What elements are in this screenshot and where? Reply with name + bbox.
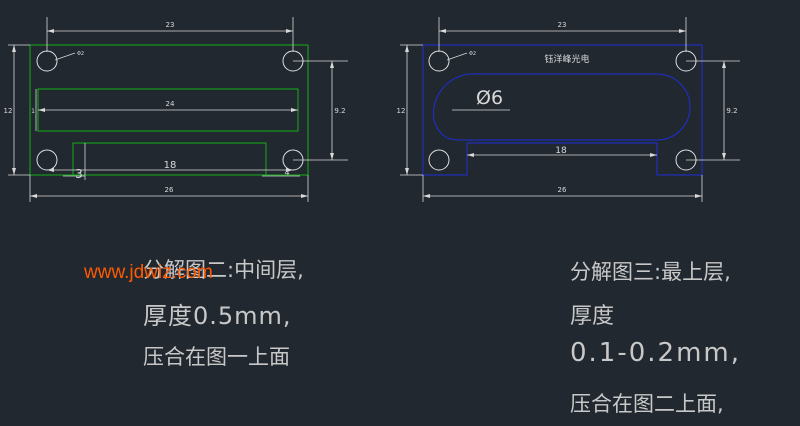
note-right-line2: 厚度 xyxy=(570,304,615,329)
right-dim-top: 23 xyxy=(558,21,567,29)
left-outline xyxy=(29,44,309,176)
left-hole-callout: Φ2 xyxy=(77,51,84,57)
left-hole-bl xyxy=(36,149,58,171)
left-dim-slot-height: 1 xyxy=(31,108,35,115)
right-dim-inner-height: 9.2 xyxy=(726,107,737,115)
note-left-line1: 分解图二:中间层, xyxy=(143,258,304,282)
note-right-line3: 0.1-0.2mm, xyxy=(570,338,741,368)
right-drawing xyxy=(400,17,740,202)
right-rounded-cutout xyxy=(433,73,691,141)
right-hole-label: Ø6 xyxy=(476,87,503,109)
left-dim-slot: 24 xyxy=(166,100,175,108)
left-lower-cut xyxy=(72,142,267,175)
left-dim-3: 3 xyxy=(75,167,83,181)
note-right-line4: 压合在图二上面, xyxy=(570,392,724,416)
note-right-line1: 分解图三:最上层, xyxy=(570,260,731,284)
left-dim-top: 23 xyxy=(166,21,175,29)
right-company-label: 钰洋峰光电 xyxy=(544,53,589,65)
right-hole-tl xyxy=(428,50,450,72)
right-outline xyxy=(422,44,703,176)
left-dim-overall: 26 xyxy=(165,186,174,194)
left-dim-height: 12 xyxy=(4,107,13,115)
left-dim-inner-height: 9.2 xyxy=(334,107,345,115)
left-dim-18: 18 xyxy=(164,160,177,171)
left-drawing xyxy=(8,17,348,202)
note-left-line3: 压合在图一上面 xyxy=(143,345,290,369)
right-hole-bl xyxy=(428,149,450,171)
right-hole-callout: Φ2 xyxy=(469,51,476,57)
watermark: www.jdwiz.com xyxy=(84,262,213,283)
left-hole-tl xyxy=(36,50,58,72)
right-dim-height: 12 xyxy=(397,107,406,115)
right-dim-overall: 26 xyxy=(558,186,567,194)
note-left-line2: 厚度0.5mm, xyxy=(143,302,292,330)
left-dim-4: 4 xyxy=(284,168,289,177)
right-dim-18: 18 xyxy=(555,146,567,156)
